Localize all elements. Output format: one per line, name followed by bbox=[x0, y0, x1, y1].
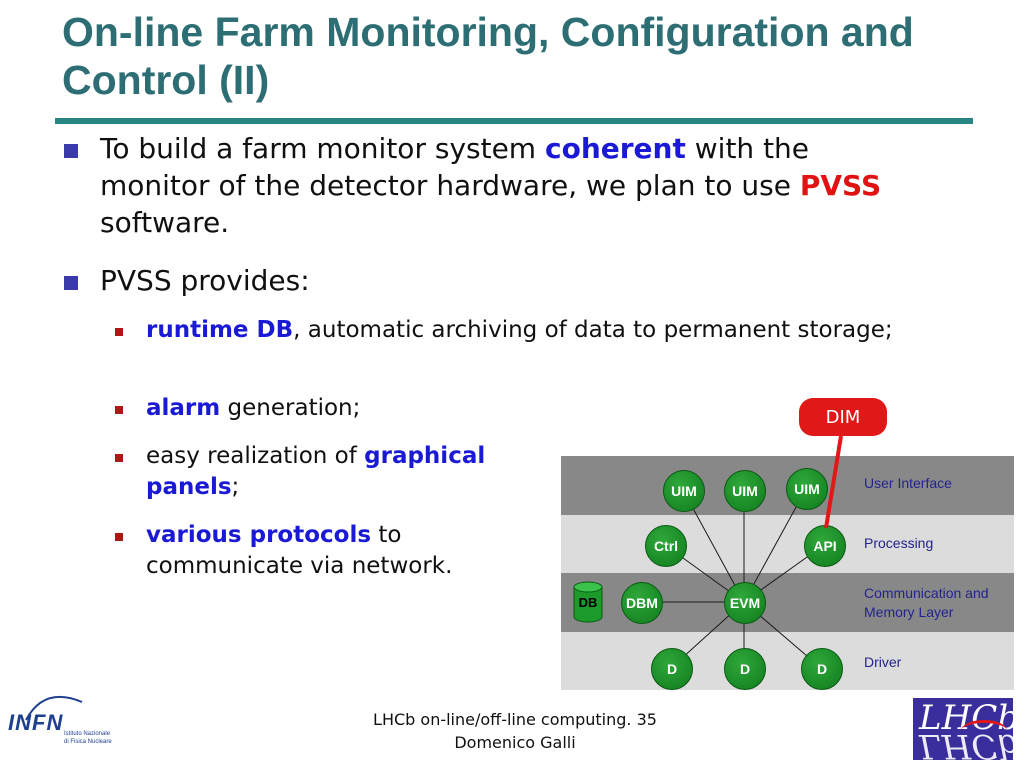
slide-title: On-line Farm Monitoring, Configuration a… bbox=[62, 9, 914, 103]
infn-wordmark: INFN bbox=[8, 710, 64, 735]
layer-band-driver bbox=[561, 631, 1014, 690]
database-cylinder-icon: DB bbox=[573, 581, 603, 623]
bullet-1-text: To build a farm monitor system coherent … bbox=[100, 130, 920, 241]
infn-subtitle: Istituto Nazionale di Fisica Nucleare bbox=[64, 731, 112, 745]
lhcb-logo: LHCb LHCb bbox=[913, 698, 1013, 760]
bullet-2-text: PVSS provides: bbox=[100, 264, 310, 297]
coherent-highlight: coherent bbox=[544, 132, 686, 165]
sub-bullet-1-text: runtime DB, automatic archiving of data … bbox=[146, 315, 906, 346]
sub-bullet-4-text: various protocols to communicate via net… bbox=[146, 520, 526, 582]
uim-node: UIM bbox=[724, 470, 766, 512]
sub-bullet-1-rest: , automatic archiving of data to permane… bbox=[293, 317, 893, 343]
api-node: API bbox=[804, 525, 846, 567]
dim-badge: DIM bbox=[799, 398, 887, 436]
dbm-node: DBM bbox=[621, 582, 663, 624]
footer-line-2: Domenico Galli bbox=[454, 733, 576, 752]
layer-label-communication: Communication and Memory Layer bbox=[864, 585, 989, 620]
database-label: DB bbox=[578, 595, 598, 610]
alarm-highlight: alarm bbox=[146, 395, 221, 421]
layer-label-processing: Processing bbox=[864, 535, 934, 551]
pvss-highlight: PVSS bbox=[799, 169, 882, 202]
infn-logo: INFN Istituto Nazionale di Fisica Nuclea… bbox=[4, 690, 114, 760]
sub-bullet-3-text: easy realization of graphical panels; bbox=[146, 441, 546, 503]
layer-label-driver: Driver bbox=[864, 654, 902, 670]
driver-node: D bbox=[651, 648, 693, 690]
driver-node: D bbox=[801, 648, 843, 690]
ctrl-node: Ctrl bbox=[645, 525, 687, 567]
sub-bullet-square bbox=[115, 454, 123, 462]
layer-label-user-interface: User Interface bbox=[864, 475, 952, 491]
runtime-db-highlight: runtime DB bbox=[146, 317, 294, 343]
pvss-architecture-diagram: User Interface Processing Communication … bbox=[561, 456, 1014, 690]
various-protocols-highlight: various protocols bbox=[146, 522, 372, 548]
bullet-1-part2: with the monitor of the detector hardwar… bbox=[100, 132, 810, 202]
sub-bullet-3-rest: ; bbox=[231, 474, 240, 500]
slide-footer: LHCb on-line/off-line computing. 35 Dome… bbox=[310, 708, 720, 754]
sub-bullet-square bbox=[115, 406, 123, 414]
sub-bullet-square bbox=[115, 328, 123, 336]
bullet-square bbox=[64, 144, 78, 158]
title-divider bbox=[55, 118, 973, 124]
link-uim3-evm bbox=[743, 488, 807, 603]
sub-bullet-2-rest: generation; bbox=[220, 395, 361, 421]
sub-bullet-square bbox=[115, 533, 123, 541]
graphical-panels-highlight: graphical panels bbox=[146, 443, 486, 500]
infn-arc-icon bbox=[25, 695, 83, 721]
layer-band-processing bbox=[561, 514, 1014, 573]
uim-node: UIM bbox=[663, 470, 705, 512]
bullet-1-part3: software. bbox=[100, 206, 230, 239]
footer-line-1: LHCb on-line/off-line computing. 35 bbox=[373, 710, 657, 729]
sub-bullet-2-text: alarm generation; bbox=[146, 393, 546, 424]
bullet-1-part1: To build a farm monitor system bbox=[100, 132, 545, 165]
uim-node: UIM bbox=[786, 468, 828, 510]
sub-bullet-3-pre: easy realization of bbox=[146, 443, 365, 469]
bullet-square bbox=[64, 276, 78, 290]
driver-node: D bbox=[724, 648, 766, 690]
lhcb-swoosh-icon bbox=[961, 720, 1007, 741]
evm-node: EVM bbox=[724, 582, 766, 624]
sub-bullet-4-rest: to communicate via network. bbox=[146, 522, 453, 579]
